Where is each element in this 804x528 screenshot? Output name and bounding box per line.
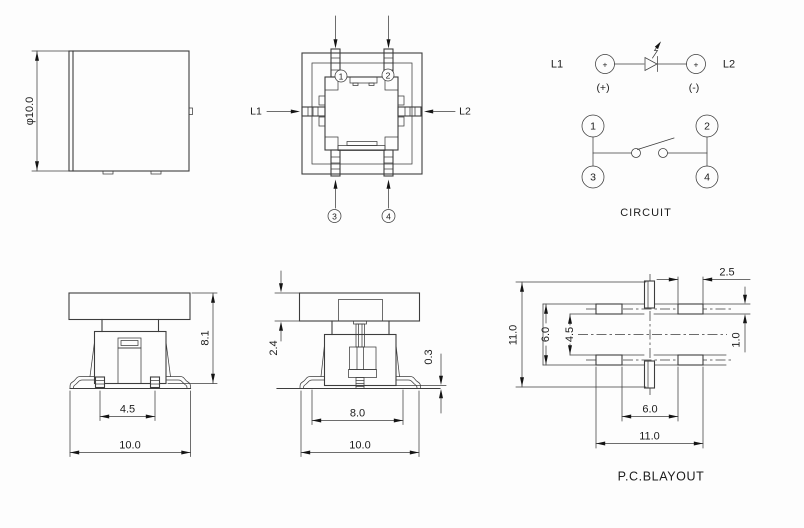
label-l1: L1 (250, 106, 262, 118)
view-front: 8.1 4.5 10.0 (68, 292, 218, 457)
pcb-title: P.C.BLAYOUT (618, 470, 705, 484)
view-top: 1 2 3 4 L1 L2 (250, 15, 471, 223)
switch-contact-symbol: 1 2 3 4 (581, 114, 719, 189)
view-side: 2.4 0.3 8.0 10.0 (268, 270, 447, 457)
led-lead-right (397, 95, 422, 127)
pin-marker-2: 2 (381, 68, 395, 82)
svg-text:2: 2 (386, 71, 391, 81)
circuit-pin3: 3 (590, 172, 596, 184)
dim-cap-size-label: φ10.0 (24, 97, 36, 126)
terminal-left: + (595, 54, 615, 74)
svg-text:3: 3 (332, 212, 337, 222)
pcb-rows-outer-dim: 6.0 (540, 327, 552, 342)
side-width-dim: 10.0 (349, 440, 370, 452)
front-width-dim: 10.0 (119, 440, 140, 452)
front-height-dim: 8.1 (200, 330, 212, 345)
circuit-pin1: 1 (590, 121, 596, 133)
svg-text:+: + (603, 60, 608, 70)
led-lead-left (301, 95, 326, 127)
pcb-pad-width-dim: 2.5 (719, 267, 734, 279)
circuit-title: CIRCUIT (620, 207, 672, 219)
polarity-plus-label: (+) (596, 82, 609, 94)
circuit-pin4: 4 (704, 172, 710, 184)
pcb-overall-v-dim: 11.0 (508, 325, 520, 346)
pcb-rows-inner-dim: 4.5 (564, 327, 576, 342)
pcb-pads-inner-dim: 6.0 (642, 404, 657, 416)
solder-pads (595, 280, 704, 389)
svg-text:4: 4 (386, 212, 391, 222)
label-l2: L2 (459, 106, 471, 118)
view-circuit: L1 L2 + + (+) (-) 1 2 3 4 (551, 41, 735, 219)
led-icon (644, 41, 661, 72)
circuit-pin2: 2 (704, 121, 710, 133)
view-pcb-layout: 11.0 6.0 4.5 2.5 1.0 6.0 11.0 (508, 267, 751, 484)
polarity-minus-label: (-) (689, 82, 700, 94)
pcb-overall-h-dim: 11.0 (639, 431, 660, 443)
svg-text:1: 1 (339, 72, 344, 82)
terminal-right: + (686, 54, 706, 74)
svg-text:+: + (694, 60, 699, 70)
view-cap-top: φ10.0 (24, 50, 193, 175)
terminal-pins-bottom (330, 149, 394, 177)
pin-marker-3: 3 (327, 209, 342, 223)
pcb-pad-height-dim: 1.0 (731, 332, 743, 347)
pin-marker-4: 4 (381, 209, 396, 223)
side-body-dim: 8.0 (350, 408, 365, 420)
front-pitch-dim: 4.5 (120, 404, 135, 416)
circuit-l1-label: L1 (551, 59, 563, 71)
circuit-l2-label: L2 (723, 59, 735, 71)
side-standoff-dim: 0.3 (423, 349, 435, 364)
side-cap-dim: 2.4 (268, 340, 280, 355)
pin-marker-1: 1 (334, 69, 348, 83)
